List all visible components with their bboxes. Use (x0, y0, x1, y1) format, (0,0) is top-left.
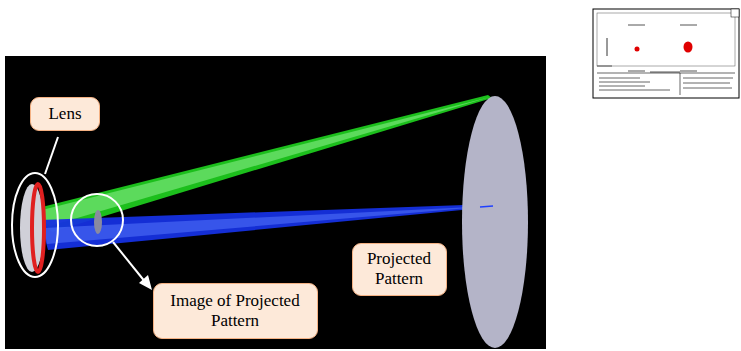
thumbnail-tiny-text (599, 78, 733, 90)
lens-highlight-circle (12, 173, 58, 277)
thumbnail-scale (607, 38, 608, 56)
image-plane (94, 210, 102, 234)
thumbnail-rule (597, 73, 735, 74)
blue-beam-core (44, 206, 492, 244)
callout-label: Projected Pattern (363, 249, 436, 290)
callout-box: Projected Pattern (352, 243, 447, 296)
callout-label: Image of Projected Pattern (164, 291, 307, 332)
thumbnail-tiny-text (597, 25, 697, 72)
leader-line (113, 242, 146, 283)
callout-box: Image of Projected Pattern (153, 283, 318, 339)
leader-arrowhead (139, 275, 152, 290)
thumbnail-spot (635, 47, 640, 52)
thumbnail-plot (597, 13, 735, 66)
thumbnail-rule (680, 73, 681, 95)
thumbnail-spot (684, 42, 693, 53)
image-highlight-circle (71, 194, 123, 246)
blue-spot (480, 206, 493, 207)
callout-label: Lens (48, 104, 81, 124)
thumbnail-icon (731, 9, 739, 17)
lens-body (20, 184, 44, 272)
black-panel (5, 56, 546, 349)
thumbnail-frame (593, 9, 739, 98)
lens-rim (32, 184, 44, 272)
projection-screen (462, 96, 528, 348)
callout-box: Lens (30, 97, 100, 131)
leader-line (45, 137, 58, 174)
